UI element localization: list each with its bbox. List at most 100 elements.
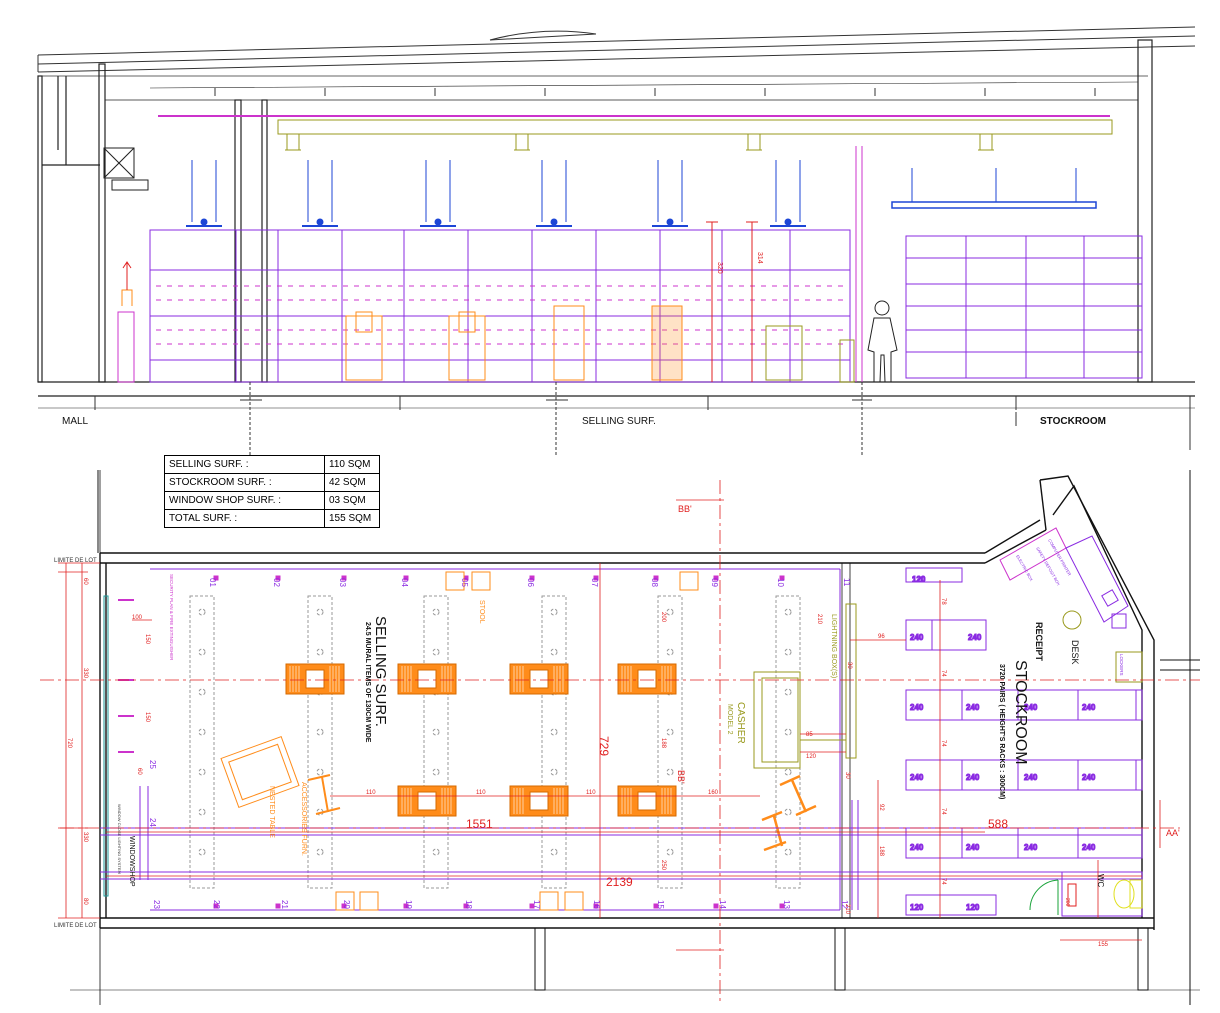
wall-position-number: 11 [842, 578, 851, 587]
ceiling-hangers [214, 88, 1096, 96]
rack-size-label: 240 [1024, 703, 1038, 712]
perimeter-shelving [139, 568, 859, 911]
rack-size-label: 240 [910, 633, 924, 642]
wall-fixture-mark [713, 903, 719, 909]
spot-lamp [550, 218, 558, 226]
dim-s150b: 150 [144, 712, 150, 723]
rack-size-label: 240 [1082, 703, 1096, 712]
dim-r210: 210 [844, 904, 850, 915]
wall-position-number: 01 [208, 578, 217, 587]
rack-frame [905, 235, 1143, 379]
selling-surf-title: SELLING SURF. [372, 616, 389, 727]
table-row: WINDOW SHOP SURF. :03 SQM [164, 491, 380, 510]
wall-position-number: 14 [718, 900, 727, 909]
gondola-fixture [666, 768, 674, 776]
rack-size-label: 240 [910, 703, 924, 712]
stockroom-racks [905, 235, 1143, 379]
stool-label: STOOL [478, 600, 485, 624]
dim-left-60: 60 [82, 578, 88, 585]
display-table-top [529, 669, 549, 689]
gondola-fixture [316, 848, 324, 856]
gondola-fixture [432, 608, 440, 616]
wall-position-number: 04 [400, 578, 409, 587]
gondola-fixture [550, 728, 558, 736]
section-ticks [94, 396, 1191, 450]
gondola [657, 595, 683, 889]
area-value: 110 SQM [324, 455, 380, 474]
dim-314: 314 [756, 252, 763, 264]
display-table-top [417, 669, 437, 689]
dim-left-80: 80 [82, 898, 88, 905]
gondola-fixture [784, 808, 792, 816]
plan-dimensions [40, 480, 1200, 1005]
dim-g110b: 110 [476, 790, 486, 796]
plan-walls [70, 470, 1200, 1005]
dim-r74b: 74 [940, 740, 946, 747]
display-table-top [305, 669, 325, 689]
dim-r188: 188 [878, 846, 884, 857]
shelf-markers [118, 575, 785, 909]
gondola-fixture [316, 768, 324, 776]
dim-c85: 85 [806, 732, 813, 738]
dim-c200: 200 [660, 612, 666, 623]
rack-size-label: 240 [1024, 773, 1038, 782]
dim-c96: 96 [878, 634, 885, 640]
dim-r78: 78 [940, 598, 946, 605]
area-name: STOCKROOM SURF. : [164, 473, 325, 492]
gondola-fixture [550, 848, 558, 856]
selling-surf-sub: 24.5 MURAL ITEMS OF 130CM WIDE [364, 622, 371, 743]
table-row: TOTAL SURF. :155 SQM [164, 509, 380, 528]
gondola-fixture [432, 728, 440, 736]
dimension-texts: 2139 1551 588 729 60 330 720 330 80 100 … [66, 578, 1109, 948]
dim-stock-len: 588 [988, 817, 1008, 831]
dim-r155: 155 [1098, 942, 1109, 948]
rack-size-label: 120 [966, 903, 980, 912]
wall-fixture-mark [529, 575, 535, 581]
gondola-fixture [784, 648, 792, 656]
area-name: SELLING SURF. : [164, 455, 325, 474]
gondola-units [189, 595, 801, 889]
section-counter [765, 325, 855, 383]
wall-position-number: 09 [710, 578, 719, 587]
dim-s60: 60 [136, 768, 142, 775]
rack-size-label: 240 [968, 633, 982, 642]
gondola-fixture [198, 608, 206, 616]
gondola [189, 595, 215, 889]
wall-position-number: 22 [212, 900, 221, 909]
dim-c250: 250 [660, 860, 666, 871]
dim-r74d: 74 [940, 878, 946, 885]
table-row: STOCKROOM SURF. :42 SQM [164, 473, 380, 492]
receipt-label: RECEIPT [1034, 622, 1044, 662]
wall-position-number: 17 [532, 900, 541, 909]
dim-c188: 188 [660, 738, 666, 749]
rack-size-label: 240 [910, 773, 924, 782]
wall-position-number: 02 [272, 578, 281, 587]
desk-label: DESK [1070, 640, 1080, 665]
dim-r74a: 74 [940, 670, 946, 677]
wall-fixture-mark [403, 575, 409, 581]
casher-label: CASHER [735, 702, 746, 744]
dim-c30a: 30 [846, 662, 852, 669]
area-name: TOTAL SURF. : [164, 509, 325, 528]
wall-fixture-mark [341, 575, 347, 581]
wall-fixture-mark [593, 575, 599, 581]
human-silhouette-icon [867, 300, 898, 383]
nested-table [220, 735, 300, 809]
spot-lights [186, 160, 806, 227]
display-table-top [637, 669, 657, 689]
spot-lamp [784, 218, 792, 226]
plan-columns [97, 470, 1200, 1005]
wall-position-number: 19 [404, 900, 413, 909]
gondola-fixture [784, 848, 792, 856]
rack-plan [905, 567, 963, 583]
wall-fixture-mark [213, 903, 219, 909]
rack-size-label: 120 [910, 903, 924, 912]
spot-lamp [666, 218, 674, 226]
gondola-fixture [432, 768, 440, 776]
dim-g160: 160 [708, 790, 719, 796]
display-table-top [529, 791, 549, 811]
cut-bb-mid: BB' [676, 770, 686, 784]
wall-position-number: 13 [782, 900, 791, 909]
dim-s100: 100 [132, 615, 143, 621]
